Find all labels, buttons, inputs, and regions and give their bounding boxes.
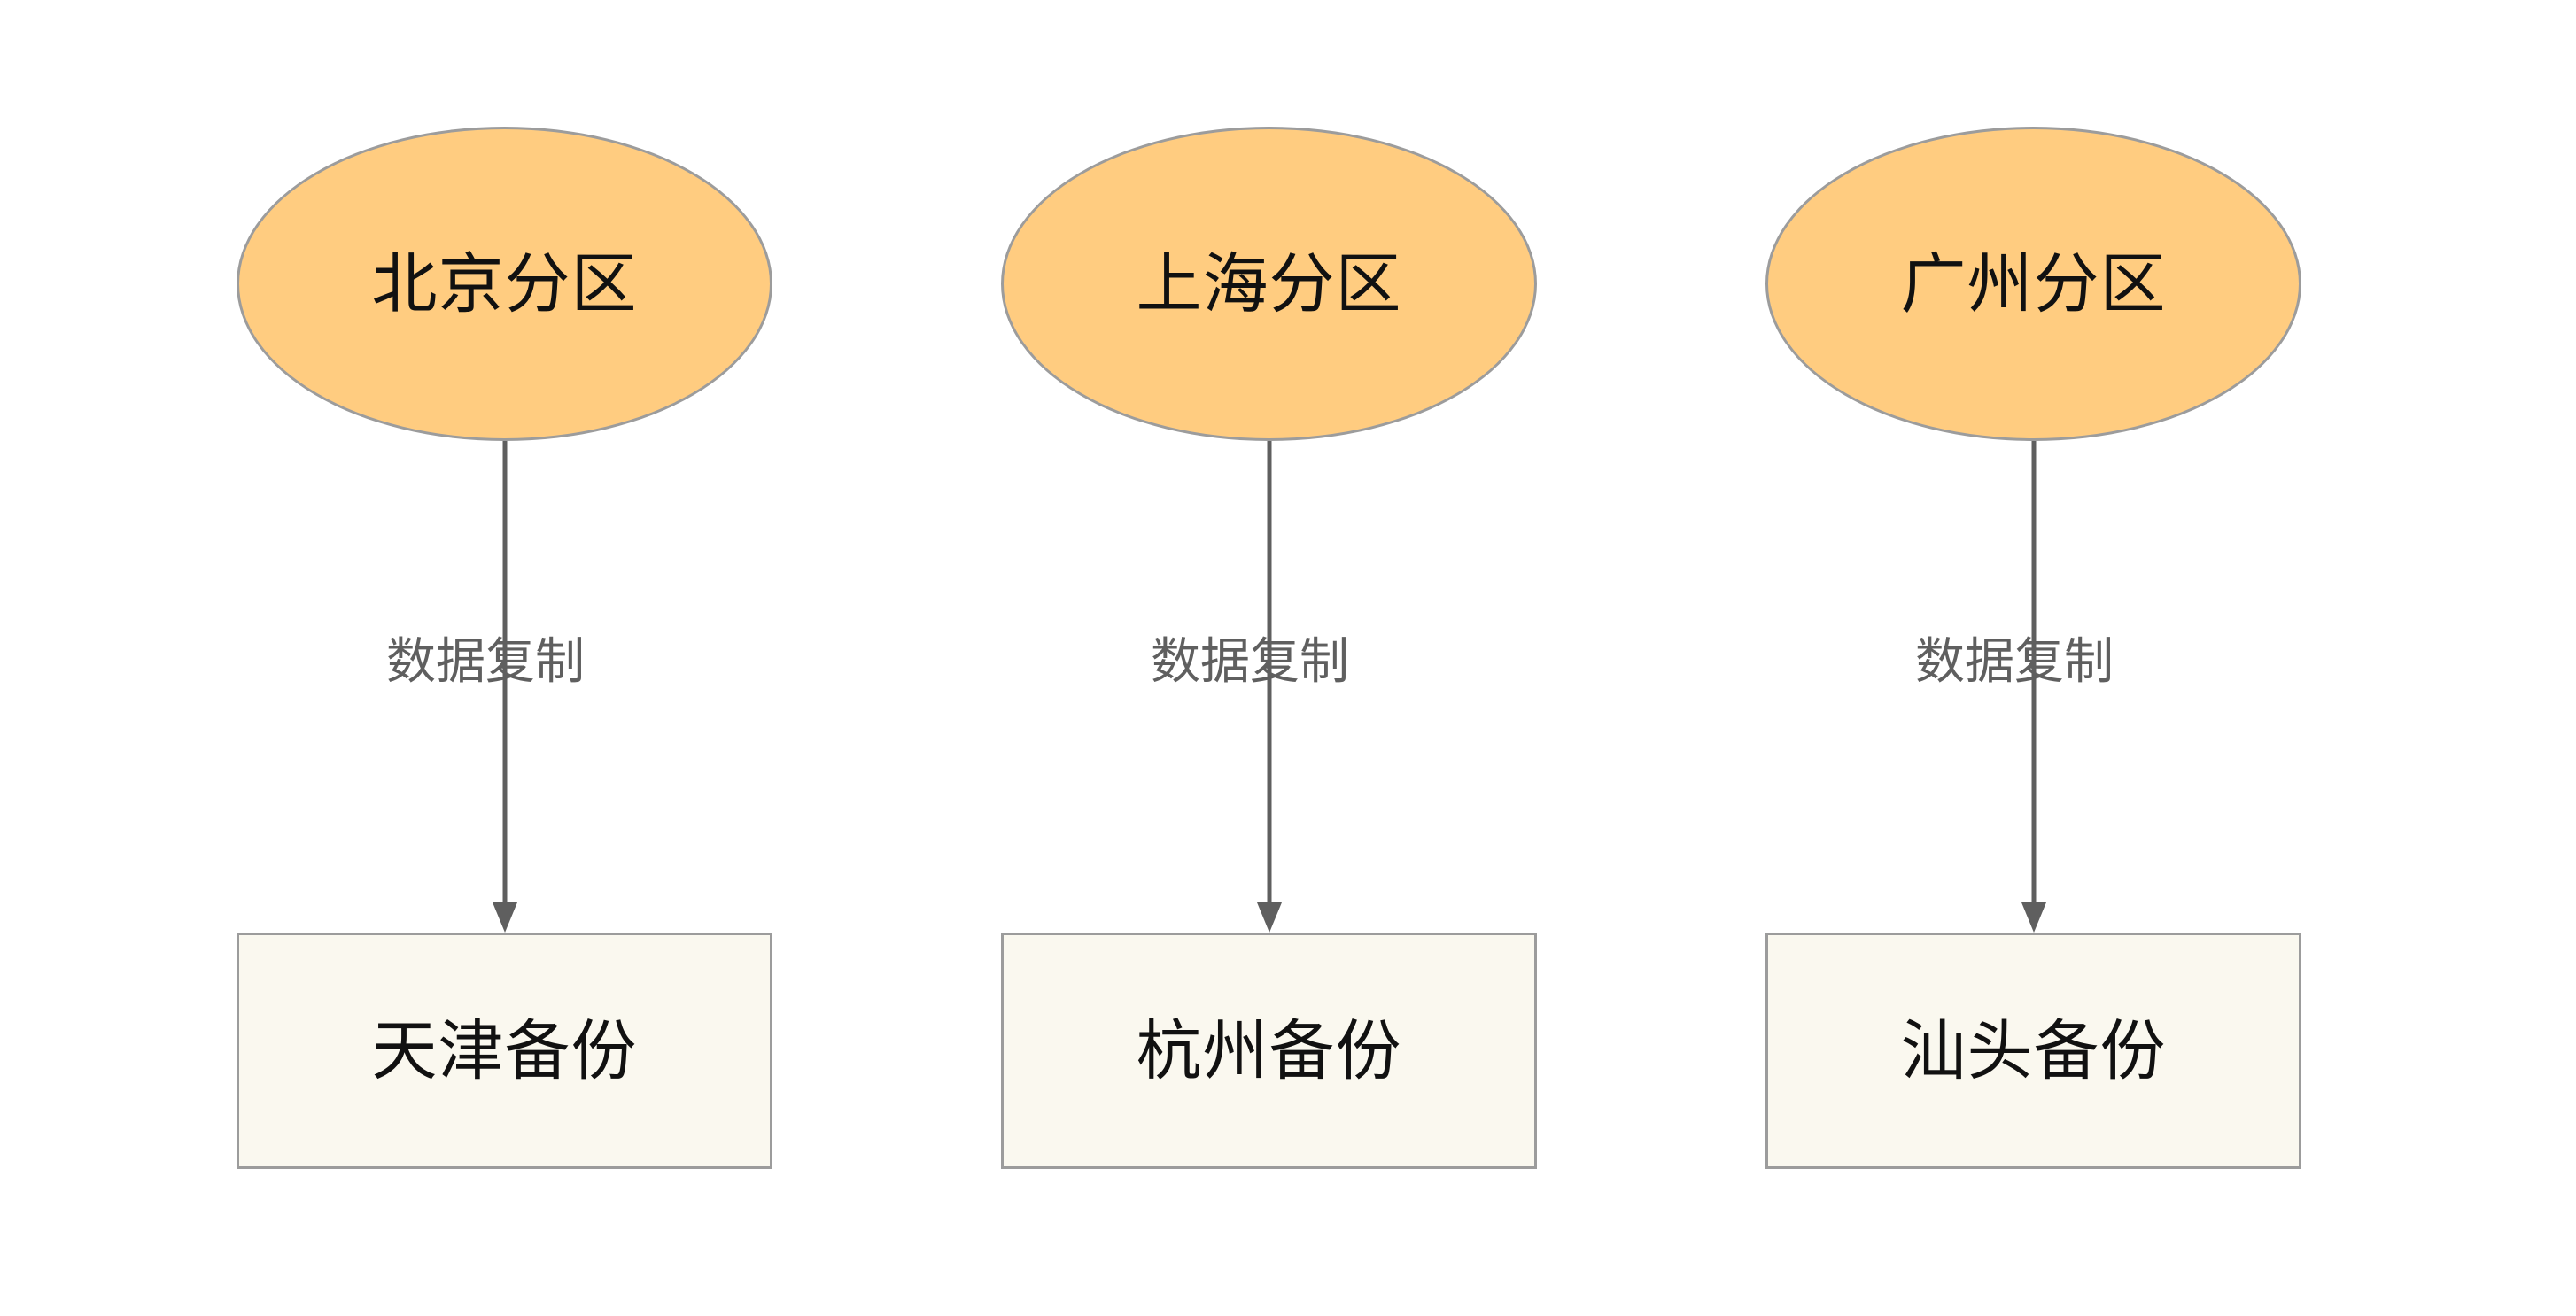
source-node-3[interactable]: 广州分区 xyxy=(1765,127,2301,441)
edge-label-2: 数据复制 xyxy=(995,634,1544,689)
source-node-1[interactable]: 北京分区 xyxy=(237,127,772,441)
flow-column-2: 上海分区 数据复制 杭州备份 xyxy=(995,0,1544,1316)
target-node-1[interactable]: 天津备份 xyxy=(237,933,772,1169)
arrowhead-icon xyxy=(1257,902,1282,933)
target-node-3[interactable]: 汕头备份 xyxy=(1765,933,2301,1169)
target-node-2[interactable]: 杭州备份 xyxy=(1001,933,1537,1169)
source-node-label: 上海分区 xyxy=(1136,246,1402,321)
edge-label-1: 数据复制 xyxy=(230,634,780,689)
source-node-label: 北京分区 xyxy=(371,246,638,321)
edge-label-3: 数据复制 xyxy=(1759,634,2308,689)
flow-column-1: 北京分区 数据复制 天津备份 xyxy=(230,0,780,1316)
arrowhead-icon xyxy=(2021,902,2046,933)
target-node-label: 天津备份 xyxy=(371,1013,638,1088)
flow-column-3: 广州分区 数据复制 汕头备份 xyxy=(1759,0,2308,1316)
source-node-2[interactable]: 上海分区 xyxy=(1001,127,1537,441)
target-node-label: 汕头备份 xyxy=(1900,1013,2167,1088)
edge-label-text: 数据复制 xyxy=(386,633,585,689)
edge-label-text: 数据复制 xyxy=(1151,633,1349,689)
source-node-label: 广州分区 xyxy=(1900,246,2167,321)
target-node-label: 杭州备份 xyxy=(1136,1013,1402,1088)
arrowhead-icon xyxy=(493,902,517,933)
edge-label-text: 数据复制 xyxy=(1915,633,2114,689)
